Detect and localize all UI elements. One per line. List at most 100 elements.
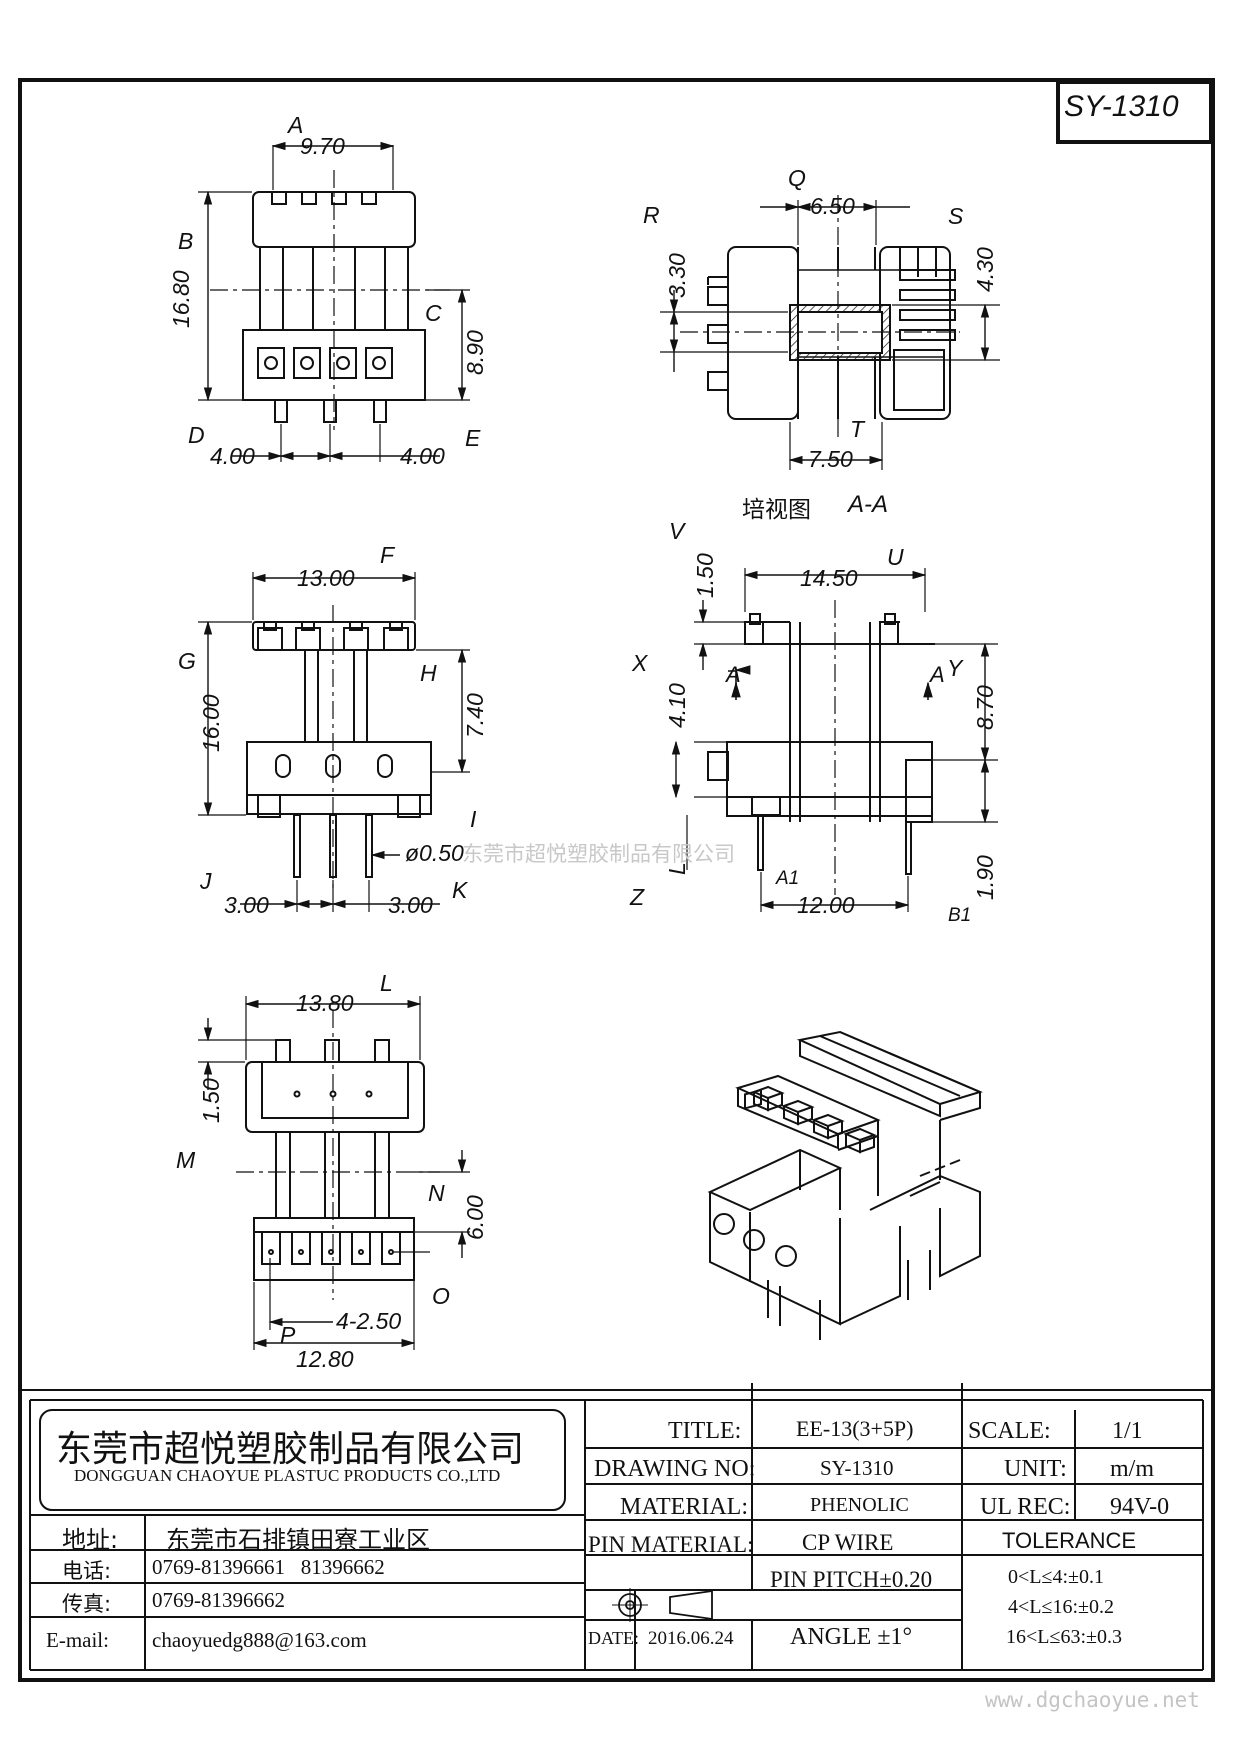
pin-material-value: CP WIRE [802, 1530, 894, 1555]
section-marker-left: A [726, 662, 741, 687]
dim-P-value: 12.80 [296, 1346, 354, 1372]
dim-V-label: V [669, 518, 685, 544]
dim-B1-label: B1 [948, 905, 972, 926]
dim-P-label: P [280, 1322, 296, 1348]
unit-label: UNIT: [1004, 1456, 1067, 1482]
tolerance-row-1: 0<L≤4:±0.1 [1008, 1566, 1105, 1588]
view-bottom-drawing [198, 996, 470, 1350]
projection-symbol-icon [612, 1588, 713, 1622]
title-block-grid [20, 1383, 1213, 1671]
tolerance-row-2: 4<L≤16:±0.2 [1008, 1596, 1115, 1618]
section-caption-ref: A-A [848, 491, 889, 518]
dim-Z-label: Z [630, 884, 645, 910]
dim-D-value: 4.00 [210, 443, 255, 469]
dim-S-label: S [948, 203, 964, 229]
website: www.dgchaoyue.net [985, 1688, 1200, 1712]
dim-A-label: A [288, 112, 304, 138]
dim-H-value: 7.40 [462, 693, 488, 738]
pin-pitch: PIN PITCH±0.20 [770, 1567, 933, 1592]
phone-value: 0769-81396661 81396662 [152, 1555, 385, 1579]
dim-C-value: 8.90 [462, 330, 488, 375]
dim-R-value: 3.30 [664, 253, 690, 298]
dim-R-label: R [643, 202, 660, 228]
dim-M-label: M [176, 1147, 196, 1173]
ul-rec-value: 94V-0 [1110, 1494, 1170, 1520]
drawing-no-label: DRAWING NO: [594, 1456, 756, 1482]
material-value: PHENOLIC [810, 1494, 909, 1516]
dim-E-label: E [465, 425, 481, 451]
dim-N-value: 6.00 [462, 1195, 488, 1240]
dim-D-label: D [188, 422, 205, 448]
dim-A1-label: A1 [776, 868, 800, 889]
material-label: MATERIAL: [620, 1494, 748, 1520]
dim-C-label: C [425, 300, 442, 326]
date-value: 2016.06.24 [648, 1628, 734, 1649]
dim-Y-value: 8.70 [972, 685, 998, 730]
dim-T-value: 7.50 [808, 446, 853, 472]
view-isometric-drawing [707, 1030, 983, 1340]
dim-F-value: 13.00 [297, 565, 355, 591]
fax-label: 传真: [62, 1592, 112, 1616]
dim-J-label: J [200, 868, 212, 894]
email-value: chaoyuedg888@163.com [152, 1628, 367, 1652]
dim-B1-value: 1.90 [972, 855, 998, 900]
address-value: 东莞市石排镇田寮工业区 [166, 1526, 430, 1554]
drawing-number-badge: SY-1310 [1064, 90, 1179, 123]
unit-value: m/m [1110, 1456, 1155, 1482]
date-label: DATE: [588, 1628, 639, 1648]
dim-L-label: L [380, 970, 393, 996]
angle: ANGLE ±1° [790, 1624, 913, 1650]
dim-X-label: X [632, 650, 648, 676]
dim-Q-label: Q [788, 165, 806, 191]
dim-E-value: 4.00 [400, 443, 445, 469]
section-caption-cn: 培视图 [742, 497, 811, 523]
pin-material-label: PIN MATERIAL: [588, 1532, 754, 1557]
title-value: EE-13(3+5P) [796, 1416, 914, 1441]
section-marker-right: A [930, 662, 945, 687]
dim-U-value: 14.50 [800, 565, 858, 591]
tolerance-row-3: 16<L≤63:±0.3 [1006, 1626, 1123, 1648]
dim-I-label: I [470, 806, 477, 832]
dim-F-label: F [380, 542, 395, 568]
outer-border [18, 78, 1215, 1682]
dim-N-label: N [428, 1180, 445, 1206]
dim-A1-value: 12.00 [797, 892, 855, 918]
email-label: E-mail: [46, 1628, 109, 1652]
dim-J-value: 3.00 [224, 892, 269, 918]
company-name-en: DONGGUAN CHAOYUE PLASTUC PRODUCTS CO.,LT… [74, 1466, 501, 1485]
dim-U-label: U [887, 544, 904, 570]
dim-B-value: 16.80 [168, 270, 194, 328]
dim-G-value: 16.00 [198, 694, 224, 752]
view-front-drawing [198, 572, 470, 912]
dim-I-value: ø0.50 [405, 840, 464, 866]
phone-label: 电话: [62, 1559, 112, 1583]
fax-value: 0769-81396662 [152, 1588, 285, 1612]
dim-T-label: T [850, 416, 865, 442]
scale-value: 1/1 [1112, 1418, 1143, 1444]
dim-Q-value: 6.50 [810, 193, 855, 219]
tolerance-label: TOLERANCE [1002, 1528, 1137, 1553]
dim-K-value: 3.00 [388, 892, 433, 918]
ul-rec-label: UL REC: [980, 1494, 1071, 1520]
dim-G-label: G [178, 648, 196, 674]
dim-M-value: 1.50 [198, 1078, 224, 1123]
address-label: 地址: [62, 1526, 119, 1554]
badge-box [1056, 80, 1213, 144]
view-section-drawing [660, 195, 1000, 470]
dim-X-value: 4.10 [664, 683, 690, 728]
dim-B-label: B [178, 228, 194, 254]
title-label: TITLE: [668, 1418, 742, 1444]
view-top-drawing [198, 141, 470, 462]
drawing-no-value: SY-1310 [820, 1456, 894, 1480]
dim-O-value: 4-2.50 [336, 1308, 402, 1334]
dim-Y-label: Y [947, 655, 963, 681]
dim-O-label: O [432, 1283, 450, 1309]
dim-A-value: 9.70 [300, 133, 345, 159]
dim-L-value: 13.80 [296, 990, 354, 1016]
scale-label: SCALE: [968, 1418, 1051, 1444]
watermark: 东莞市超悦塑胶制品有限公司 [462, 842, 735, 866]
dim-H-label: H [420, 660, 437, 686]
dim-S-value: 4.30 [972, 247, 998, 292]
dim-K-label: K [452, 877, 468, 903]
